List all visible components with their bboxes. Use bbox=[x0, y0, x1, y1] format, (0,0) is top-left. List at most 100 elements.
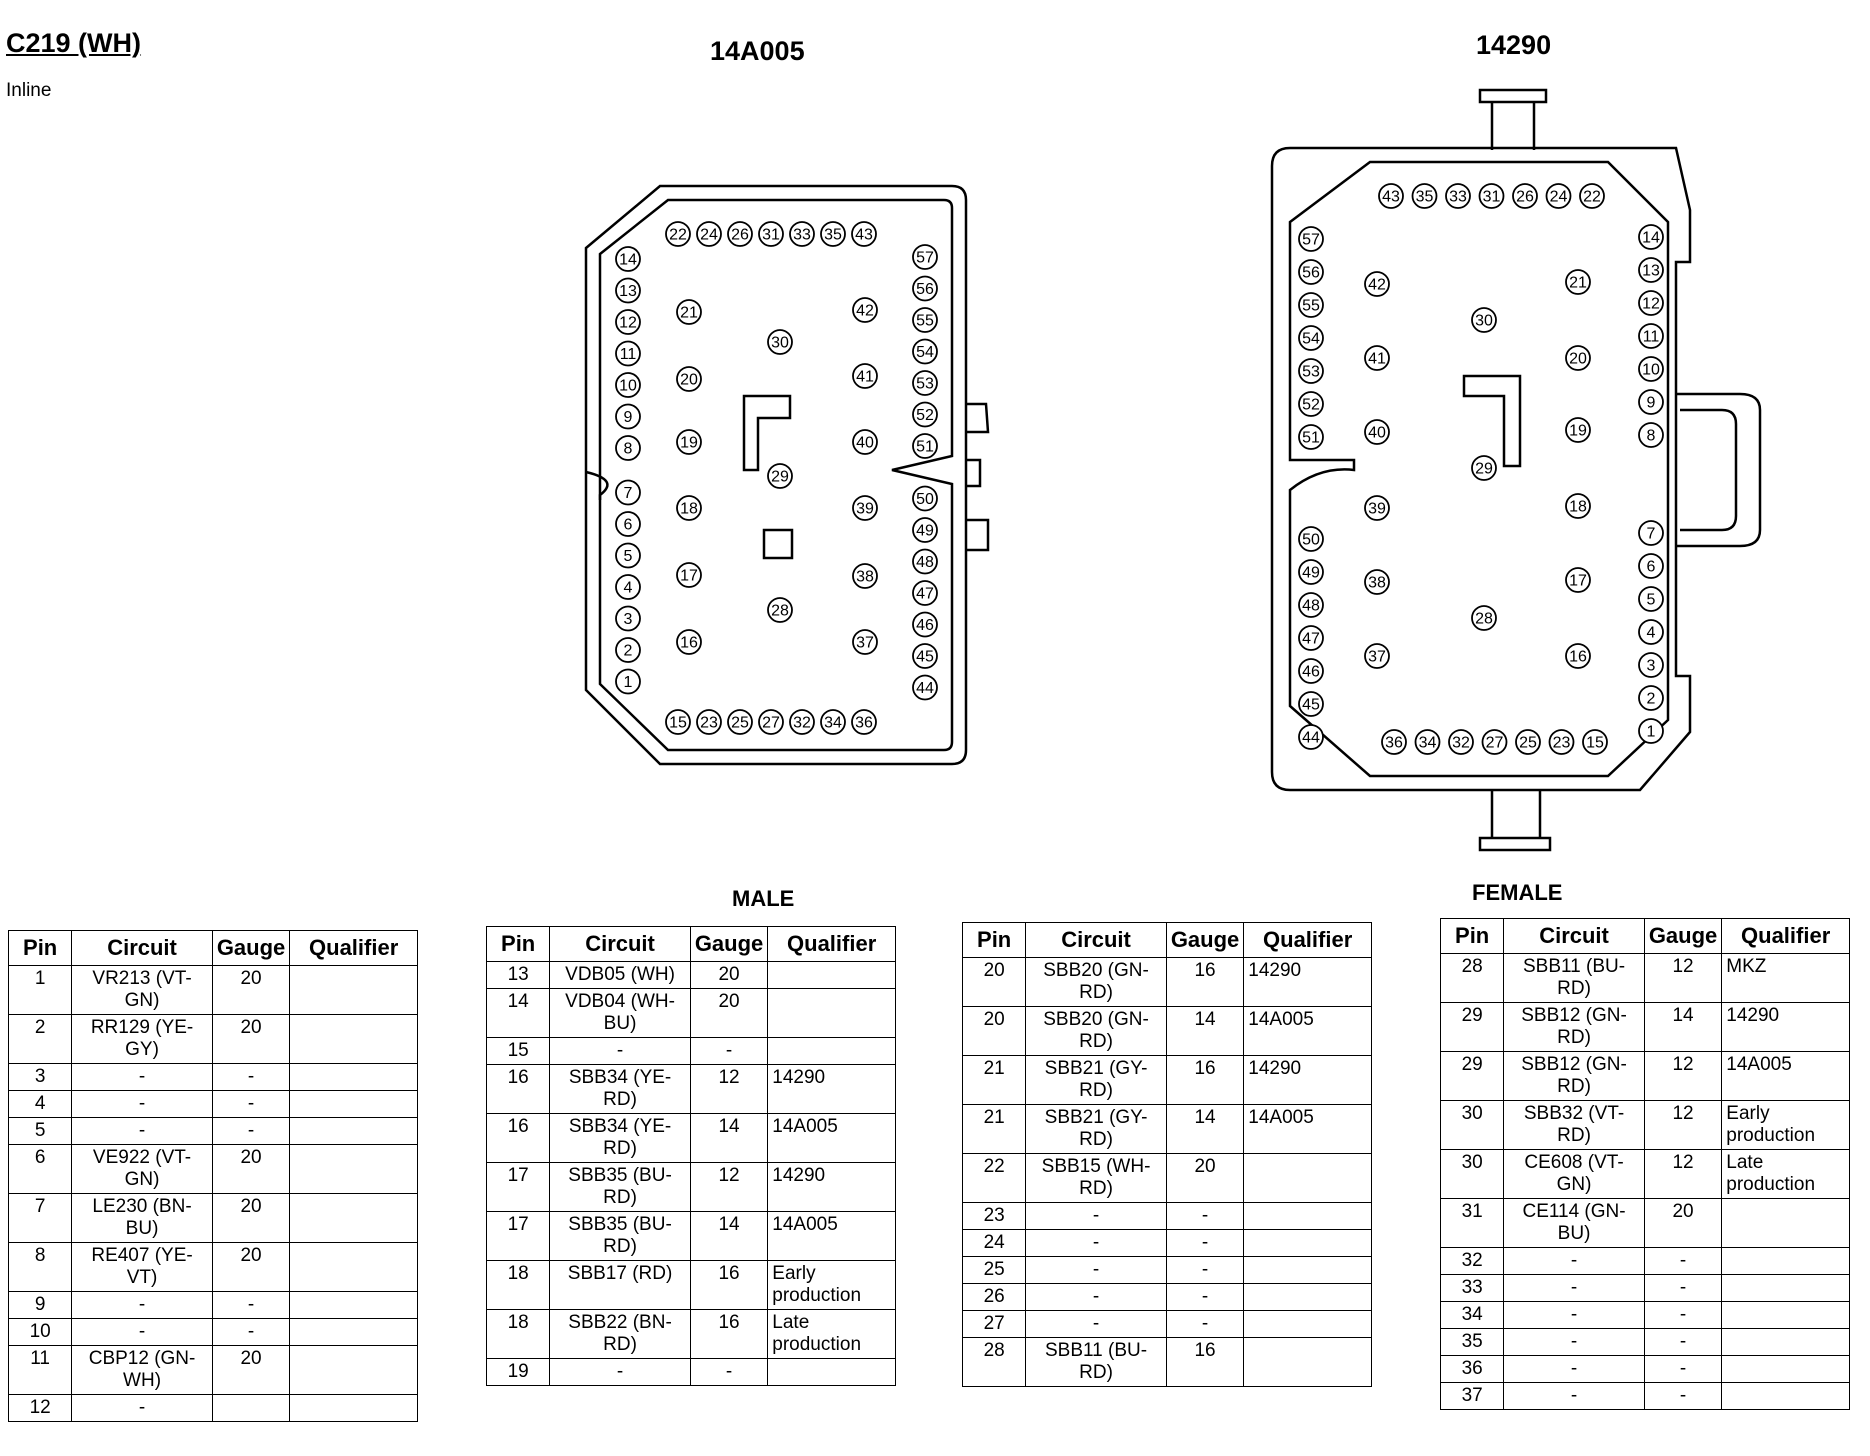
cell-gauge: - bbox=[211, 1291, 291, 1319]
cell-gauge: 12 bbox=[1643, 1149, 1723, 1199]
pin-terminal: 1 bbox=[615, 668, 641, 695]
pin-terminal: 49 bbox=[912, 517, 938, 543]
cell-circuit: VDB05 (WH) bbox=[549, 961, 691, 989]
pin-terminal: 3 bbox=[615, 605, 641, 632]
cell-circuit: SBB11 (BU-RD) bbox=[1503, 953, 1645, 1003]
table-row: 5-- bbox=[7, 1117, 418, 1145]
pin-terminal: 34 bbox=[1414, 729, 1441, 755]
cell-circuit: SBB22 (BN-RD) bbox=[549, 1309, 691, 1359]
left-connector-label: 14A005 bbox=[710, 36, 805, 66]
cell-circuit: SBB12 (GN-RD) bbox=[1503, 1002, 1645, 1052]
svg-text:13: 13 bbox=[619, 283, 637, 300]
cell-qualifier bbox=[1721, 1328, 1850, 1356]
cell-pin: 23 bbox=[961, 1202, 1027, 1230]
left-center-square bbox=[762, 528, 794, 560]
svg-text:49: 49 bbox=[916, 523, 934, 540]
cell-pin: 16 bbox=[485, 1113, 551, 1163]
cell-gauge: - bbox=[689, 1037, 769, 1065]
cell-circuit: - bbox=[71, 1394, 213, 1422]
cell-gauge: 16 bbox=[1165, 1055, 1245, 1105]
svg-text:22: 22 bbox=[669, 227, 687, 244]
connector-title: C219 (WH) bbox=[6, 28, 142, 58]
svg-text:12: 12 bbox=[1642, 296, 1660, 313]
svg-text:34: 34 bbox=[1419, 735, 1437, 752]
svg-text:4: 4 bbox=[1647, 625, 1656, 642]
male-label: MALE bbox=[732, 886, 795, 911]
svg-text:16: 16 bbox=[680, 635, 698, 652]
right-top-stem bbox=[1490, 102, 1536, 150]
cell-gauge: 16 bbox=[1165, 957, 1245, 1007]
table-row: 15-- bbox=[485, 1037, 896, 1065]
svg-text:40: 40 bbox=[1368, 425, 1386, 442]
cell-circuit: - bbox=[549, 1037, 691, 1065]
column-header-pin: Pin bbox=[961, 922, 1027, 958]
right-side-latch bbox=[1676, 392, 1762, 548]
cell-circuit: VE922 (VT-GN) bbox=[71, 1144, 213, 1194]
pin-terminal: 46 bbox=[1298, 658, 1324, 684]
cell-qualifier: 14A005 bbox=[767, 1113, 896, 1163]
pin-terminal: 23 bbox=[696, 709, 722, 735]
cell-gauge: - bbox=[211, 1090, 291, 1118]
cell-circuit: SBB20 (GN-RD) bbox=[1025, 957, 1167, 1007]
pin-terminal: 8 bbox=[615, 435, 641, 461]
pin-terminal: 48 bbox=[912, 548, 938, 575]
svg-text:5: 5 bbox=[1647, 592, 1656, 609]
pin-terminal: 15 bbox=[665, 709, 691, 735]
pin-terminal: 38 bbox=[852, 563, 878, 589]
pin-terminal: 9 bbox=[1638, 389, 1664, 415]
pin-terminal: 56 bbox=[912, 275, 938, 302]
pin-terminal: 35 bbox=[820, 221, 846, 247]
cell-gauge: 20 bbox=[211, 1014, 291, 1064]
cell-pin: 17 bbox=[485, 1162, 551, 1212]
cell-circuit: - bbox=[1503, 1274, 1645, 1302]
svg-text:10: 10 bbox=[619, 378, 637, 395]
pin-terminal: 49 bbox=[1298, 559, 1324, 585]
svg-text:28: 28 bbox=[1475, 611, 1493, 628]
cell-qualifier bbox=[1721, 1274, 1850, 1302]
cell-circuit: LE230 (BN-BU) bbox=[71, 1193, 213, 1243]
pin-terminal: 30 bbox=[767, 329, 793, 355]
cell-pin: 8 bbox=[7, 1242, 73, 1292]
pin-terminal: 25 bbox=[727, 709, 753, 735]
cell-gauge: 16 bbox=[1165, 1337, 1245, 1387]
svg-text:48: 48 bbox=[1302, 598, 1320, 615]
svg-text:37: 37 bbox=[856, 635, 874, 652]
svg-text:31: 31 bbox=[762, 227, 780, 244]
cell-qualifier bbox=[1243, 1229, 1372, 1257]
svg-text:51: 51 bbox=[916, 439, 934, 456]
table-row: 10-- bbox=[7, 1318, 418, 1346]
svg-text:55: 55 bbox=[1302, 298, 1320, 315]
svg-text:31: 31 bbox=[1483, 189, 1501, 206]
cell-pin: 20 bbox=[961, 1006, 1027, 1056]
cell-qualifier bbox=[289, 1193, 418, 1243]
cell-gauge: - bbox=[1165, 1256, 1245, 1284]
svg-text:19: 19 bbox=[680, 435, 698, 452]
svg-text:29: 29 bbox=[771, 469, 789, 486]
cell-qualifier bbox=[289, 1014, 418, 1064]
pin-terminal: 54 bbox=[1298, 325, 1324, 351]
pin-terminal: 19 bbox=[676, 429, 702, 455]
cell-qualifier: Late production bbox=[767, 1309, 896, 1359]
cell-gauge: - bbox=[1165, 1202, 1245, 1230]
table-row: 12- bbox=[7, 1394, 418, 1422]
svg-text:44: 44 bbox=[1302, 730, 1320, 747]
pin-terminal: 9 bbox=[615, 403, 641, 430]
svg-text:14: 14 bbox=[619, 252, 637, 269]
svg-text:27: 27 bbox=[1486, 735, 1504, 752]
cell-circuit: SBB32 (VT-RD) bbox=[1503, 1100, 1645, 1150]
column-header-circuit: Circuit bbox=[1025, 922, 1167, 958]
pin-terminal: 14 bbox=[1638, 224, 1664, 250]
svg-text:35: 35 bbox=[824, 227, 842, 244]
pin-terminal: 57 bbox=[912, 244, 938, 270]
